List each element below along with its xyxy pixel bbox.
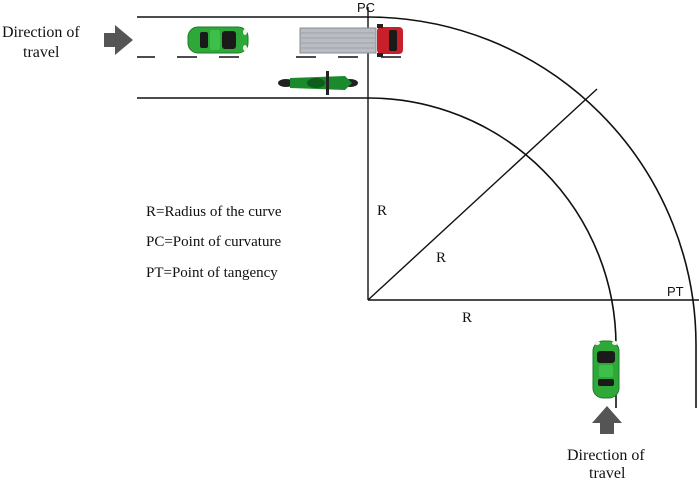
r-horizontal-label: R [462, 310, 472, 326]
outer-edge-curve [367, 16, 697, 346]
r-diagonal-label: R [436, 250, 446, 266]
pc-label: PC [357, 0, 375, 15]
green-car-icon [187, 26, 249, 54]
legend-item-pt: PT=Point of tangency [146, 265, 278, 281]
legend-item-radius: R=Radius of the curve [146, 204, 282, 220]
arrow-right-icon [104, 25, 133, 55]
radius-lines [367, 7, 699, 301]
legend: R=Radius of the curve PC=Point of curvat… [146, 204, 282, 281]
green-car-bottom-icon [592, 340, 620, 399]
truck-icon [299, 24, 403, 57]
motorcycle-icon [278, 71, 358, 95]
direction-bottom-line1: Direction of [567, 447, 645, 464]
diagonal-radius-line [367, 88, 598, 301]
direction-bottom-line2: travel [589, 465, 626, 482]
inner-edge-curve [367, 97, 617, 347]
legend-item-pc: PC=Point of curvature [146, 234, 281, 250]
arrow-up-icon [592, 406, 622, 434]
direction-top-line2: travel [23, 44, 60, 61]
pt-label: PT [667, 284, 684, 299]
r-vertical-label: R [377, 203, 387, 219]
direction-top-line1: Direction of [2, 24, 80, 41]
